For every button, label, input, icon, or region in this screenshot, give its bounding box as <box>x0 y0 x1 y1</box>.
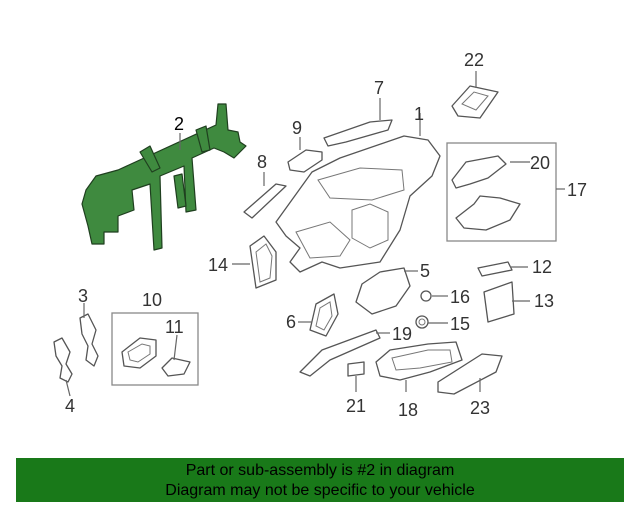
callout-9: 9 <box>292 118 302 138</box>
leader-lines <box>65 71 565 397</box>
part-15-grommet[interactable] <box>415 315 429 329</box>
callout-7: 7 <box>374 78 384 98</box>
part-6-vent[interactable] <box>309 293 339 337</box>
banner-line-1: Part or sub-assembly is #2 in diagram <box>185 462 455 479</box>
part-16-clip[interactable] <box>420 290 432 302</box>
callout-2: 2 <box>174 114 184 134</box>
callout-22: 22 <box>464 50 484 70</box>
group-10-frame <box>111 312 199 386</box>
callout-6: 6 <box>286 312 296 332</box>
part-7-defroster-panel[interactable] <box>323 119 393 147</box>
part-20-lower-panel[interactable] <box>455 195 521 231</box>
part-3-brace[interactable] <box>79 313 99 367</box>
group-17-frame <box>446 142 557 242</box>
callout-19: 19 <box>392 324 412 344</box>
part-5-lower-panel[interactable] <box>355 267 411 315</box>
part-11-bracket[interactable] <box>161 357 191 377</box>
callout-15: 15 <box>450 314 470 334</box>
callout-13: 13 <box>534 291 554 311</box>
part-2-crossbar-highlighted[interactable] <box>81 103 247 251</box>
callout-10: 10 <box>142 290 162 310</box>
callout-1: 1 <box>414 104 424 124</box>
callout-12: 12 <box>532 257 552 277</box>
part-19-knee-trim[interactable] <box>299 329 381 377</box>
part-12-trim-strip[interactable] <box>477 261 513 277</box>
callout-4: 4 <box>65 396 75 416</box>
part-8-side-trim[interactable] <box>243 183 287 219</box>
part-10-assembly[interactable] <box>121 337 157 369</box>
callout-21: 21 <box>346 396 366 416</box>
part-23-rear-console[interactable] <box>437 353 503 395</box>
part-14-end-cap[interactable] <box>249 235 277 289</box>
callout-14: 14 <box>208 255 228 275</box>
part-9-small-panel[interactable] <box>287 149 323 173</box>
part-18-console[interactable] <box>375 341 463 381</box>
callout-18: 18 <box>398 400 418 420</box>
part-13-side-cover[interactable] <box>483 281 515 323</box>
callout-5: 5 <box>420 261 430 281</box>
part-21-switch[interactable] <box>347 361 365 377</box>
info-banner: Part or sub-assembly is #2 in diagram Di… <box>16 458 624 502</box>
part-17-upper-panel[interactable] <box>451 155 507 189</box>
banner-line-2: Diagram may not be specific to your vehi… <box>165 482 475 499</box>
callout-11: 11 <box>165 317 184 337</box>
part-22-trim-bezel[interactable] <box>451 85 499 119</box>
callout-3: 3 <box>78 286 88 306</box>
part-1-instrument-panel[interactable] <box>275 135 441 273</box>
callout-20: 20 <box>530 153 550 173</box>
callout-labels: 1 2 3 4 5 6 7 8 9 10 11 12 13 14 15 16 1… <box>65 50 587 420</box>
part-4-brace[interactable] <box>53 337 73 383</box>
callout-23: 23 <box>470 398 490 418</box>
callout-8: 8 <box>257 152 267 172</box>
callout-16: 16 <box>450 287 470 307</box>
callout-17: 17 <box>567 180 587 200</box>
